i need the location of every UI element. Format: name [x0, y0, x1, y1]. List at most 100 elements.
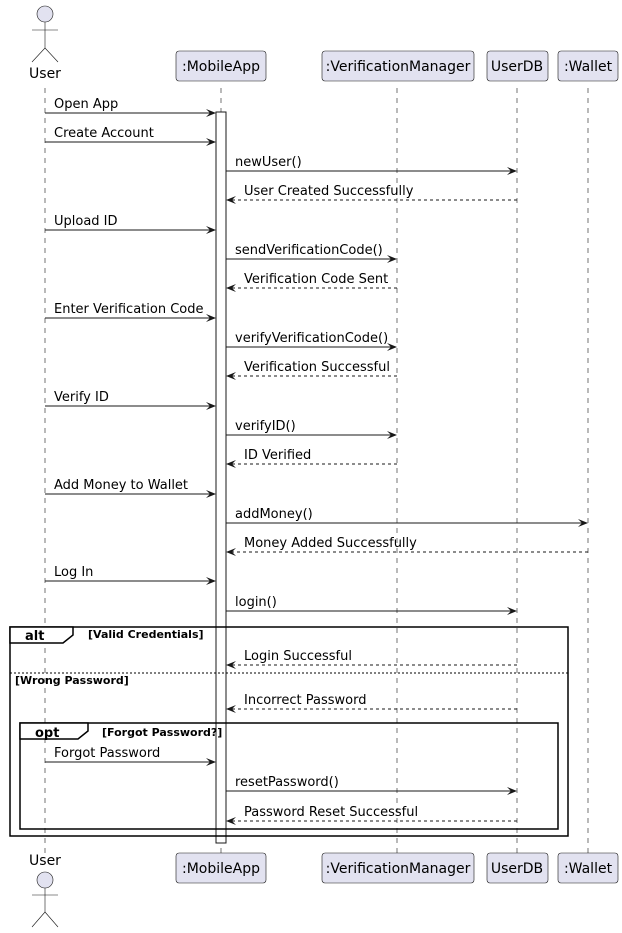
arrowhead-icon	[206, 226, 216, 234]
participant-label: UserDB	[491, 59, 543, 75]
message: Login Successful	[226, 649, 517, 669]
message: addMoney()	[226, 507, 588, 527]
alt-else-guard: [Wrong Password]	[15, 674, 129, 687]
message: Open App	[45, 97, 216, 117]
opt-fragment: opt [Forgot Password?]	[19, 722, 559, 830]
arrowhead-icon	[226, 817, 236, 825]
arrowhead-icon	[507, 167, 517, 175]
arrowhead-icon	[226, 661, 236, 669]
arrowhead-icon	[206, 402, 216, 410]
message-label: Forgot Password	[54, 746, 160, 761]
arrowhead-icon	[387, 343, 397, 351]
actor-head-icon	[36, 5, 54, 23]
arrowhead-icon	[226, 460, 236, 468]
arrowhead-icon	[387, 431, 397, 439]
message-label: Verification Code Sent	[244, 272, 388, 287]
arrowhead-icon	[206, 314, 216, 322]
message: verifyID()	[226, 419, 397, 439]
message-label: Verification Successful	[244, 360, 390, 375]
message-label: Open App	[54, 97, 118, 112]
message-label: newUser()	[235, 155, 302, 170]
message: resetPassword()	[226, 775, 517, 795]
participant-mobileapp-top: :MobileApp	[175, 50, 267, 82]
message: Upload ID	[45, 214, 216, 234]
participant-mobileapp-bottom: :MobileApp	[175, 852, 267, 884]
message: Log In	[45, 565, 216, 585]
actor-head-icon	[36, 871, 54, 889]
message: Forgot Password	[45, 746, 216, 766]
message: Enter Verification Code	[45, 302, 216, 322]
participant-label: :MobileApp	[182, 59, 260, 75]
participant-wallet-bottom: :Wallet	[557, 852, 619, 884]
message-label: ID Verified	[244, 448, 311, 463]
arrowhead-icon	[206, 138, 216, 146]
message-label: Log In	[54, 565, 93, 580]
message: Password Reset Successful	[226, 805, 517, 825]
actor-user-top: User	[29, 5, 61, 82]
message-label: Create Account	[54, 126, 154, 141]
arrowhead-icon	[206, 109, 216, 117]
message: login()	[226, 595, 517, 615]
arrowhead-icon	[226, 196, 236, 204]
message: Create Account	[45, 126, 216, 146]
alt-keyword: alt	[25, 629, 44, 644]
alt-fragment: alt [Valid Credentials] [Wrong Password]	[9, 626, 569, 837]
arrowhead-icon	[226, 705, 236, 713]
message: Verify ID	[45, 390, 216, 410]
participant-userdb-bottom: UserDB	[486, 852, 549, 884]
message-label: Login Successful	[244, 649, 352, 664]
opt-keyword: opt	[35, 726, 59, 741]
arrowhead-icon	[578, 519, 588, 527]
message: ID Verified	[226, 448, 397, 468]
message-label: addMoney()	[235, 507, 313, 522]
arrowhead-icon	[226, 548, 236, 556]
activation-bar	[215, 111, 227, 844]
message: Verification Code Sent	[226, 272, 397, 292]
message-label: Enter Verification Code	[54, 302, 203, 317]
message-label: Upload ID	[54, 214, 118, 229]
participant-label: :Wallet	[564, 861, 613, 877]
message: Verification Successful	[226, 360, 397, 380]
actor-user-bottom: User	[29, 853, 61, 928]
message-label: login()	[235, 595, 277, 610]
message-label: resetPassword()	[235, 775, 339, 790]
message-label: verifyID()	[235, 419, 296, 434]
opt-guard: [Forgot Password?]	[102, 726, 222, 739]
message-label: Verify ID	[54, 390, 109, 405]
arrowhead-icon	[226, 284, 236, 292]
participant-userdb-top: UserDB	[486, 50, 549, 82]
actor-user-label: User	[29, 66, 61, 82]
arrowhead-icon	[507, 787, 517, 795]
message-label: User Created Successfully	[244, 184, 414, 199]
participant-verificationmanager-bottom: :VerificationManager	[321, 852, 475, 884]
participant-wallet-top: :Wallet	[557, 50, 619, 82]
message-label: Incorrect Password	[244, 693, 366, 708]
message-label: Add Money to Wallet	[54, 478, 188, 493]
participant-label: :VerificationManager	[326, 59, 471, 75]
message: Money Added Successfully	[226, 536, 588, 556]
message-label: verifyVerificationCode()	[235, 331, 388, 346]
alt-guard: [Valid Credentials]	[88, 628, 204, 641]
message: Incorrect Password	[226, 693, 517, 713]
message-label: Password Reset Successful	[244, 805, 418, 820]
participant-label: :MobileApp	[182, 861, 260, 877]
message: sendVerificationCode()	[226, 243, 397, 263]
arrowhead-icon	[206, 577, 216, 585]
message-label: Money Added Successfully	[244, 536, 417, 551]
arrowhead-icon	[507, 607, 517, 615]
message: Add Money to Wallet	[45, 478, 216, 498]
message-label: sendVerificationCode()	[235, 243, 383, 258]
participant-label: :Wallet	[564, 59, 613, 75]
arrowhead-icon	[206, 758, 216, 766]
arrowhead-icon	[206, 490, 216, 498]
participant-label: UserDB	[491, 861, 543, 877]
actor-user-label: User	[29, 853, 61, 869]
participant-label: :VerificationManager	[326, 861, 471, 877]
message: verifyVerificationCode()	[226, 331, 397, 351]
participant-verificationmanager-top: :VerificationManager	[321, 50, 475, 82]
arrowhead-icon	[226, 372, 236, 380]
arrowhead-icon	[387, 255, 397, 263]
message: User Created Successfully	[226, 184, 517, 204]
